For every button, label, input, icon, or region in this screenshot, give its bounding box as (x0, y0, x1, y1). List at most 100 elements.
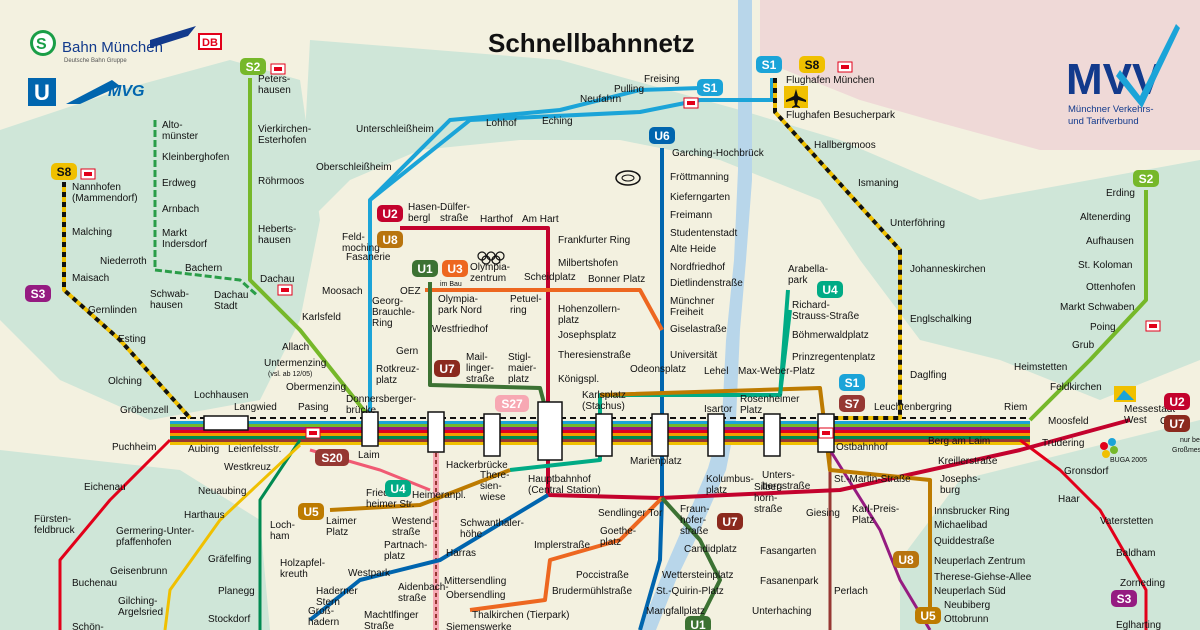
station-partnachplatz: Partnach-platz (384, 540, 427, 562)
station-label: Untermenzing (264, 358, 326, 369)
line-badge-s7[interactable]: S7 (839, 395, 865, 412)
line-badge-u2[interactable]: U2 (377, 205, 403, 222)
db-icon (1145, 320, 1161, 332)
line-badge-u3[interactable]: U3 (442, 260, 468, 277)
station-gräfelfing: Gräfelfing (208, 554, 251, 565)
mvv-logo: MVV Münchner Verkehrs- und Tarifverbund (1066, 24, 1180, 127)
line-badge-u1[interactable]: U1 (685, 616, 711, 630)
station-label: Leienfelsstr. (228, 444, 281, 455)
line-badge-s8[interactable]: S8 (799, 56, 825, 73)
messe-icon (1114, 386, 1136, 402)
station-label: straße (680, 526, 709, 537)
line-badge-label: U8 (898, 553, 914, 567)
line-badge-u7[interactable]: U7 (1164, 415, 1190, 432)
station-michaelibad: Michaelibad (934, 520, 987, 531)
line-badge-s20[interactable]: S20 (315, 449, 349, 466)
station-riem: Riem (1004, 402, 1027, 413)
station-nordfriedhof: Nordfriedhof (670, 262, 725, 273)
station-label: Karlsplatz (582, 390, 626, 401)
station-label: Pasing (298, 402, 329, 413)
station-label: Poccistraße (576, 570, 629, 581)
station-gernlinden: Gernlinden (88, 305, 137, 316)
line-badge-u6[interactable]: U6 (649, 127, 675, 144)
station-label: Hasen- (408, 202, 440, 213)
line-badge-u8[interactable]: U8 (893, 551, 919, 568)
line-badge-s1[interactable]: S1 (756, 56, 782, 73)
station-nannhofen-mammendorf: Nannhofen(Mammendorf) (72, 182, 138, 204)
line-badge-s3[interactable]: S3 (25, 285, 51, 302)
station-unterschleißheim: Unterschleißheim (356, 124, 434, 135)
line-badge-u4[interactable]: U4 (817, 281, 843, 298)
station-box-karlsplatz (595, 413, 613, 457)
station-olching: Olching (108, 376, 142, 387)
station-label: Rosenheimer (740, 394, 800, 405)
station-label: Partnach- (384, 540, 427, 551)
line-badge-u4[interactable]: U4 (385, 480, 411, 497)
line-badge-s1[interactable]: S1 (697, 79, 723, 96)
station-label: Heberts- (258, 224, 296, 235)
station-label: Mangfallplatz (646, 606, 705, 617)
station-label: Karl-Preis- (852, 504, 899, 515)
mvv-logo-name: MVV (1066, 55, 1162, 104)
station-label: Westfriedhof (432, 324, 488, 335)
line-u5 (329, 468, 511, 512)
station-fasanerie: Fasanerie (346, 252, 391, 263)
line-badge-s2[interactable]: S2 (1133, 170, 1159, 187)
station-sendlinger-tor: Sendlinger Tor (598, 508, 663, 519)
station-buchenau: Buchenau (72, 578, 117, 589)
line-badge-s1[interactable]: S1 (839, 374, 865, 391)
line-badge-u7[interactable]: U7 (717, 513, 743, 530)
line-badge-u2[interactable]: U2 (1164, 393, 1190, 410)
station-label: Silber- (754, 482, 783, 493)
station-label: OEZ (400, 286, 421, 297)
line-badge-s3[interactable]: S3 (1111, 590, 1137, 607)
station-westfriedhof: Westfriedhof (432, 324, 488, 335)
station-label: Georg- (372, 296, 403, 307)
station-markt-schwaben: Markt Schwaben (1060, 302, 1134, 313)
station-label: Altenerding (1080, 212, 1131, 223)
station-label: Dülfer- (440, 202, 470, 213)
line-s1 (368, 86, 701, 418)
sbahn-swoosh-icon (150, 26, 196, 48)
db-icon (270, 63, 286, 75)
station-label: Vierkirchen- (258, 124, 311, 135)
station-label: Esterhofen (258, 135, 306, 146)
station-label: Richard- (792, 300, 830, 311)
line-badge-s2[interactable]: S2 (240, 58, 266, 75)
station-rotkreuzplatz: Rotkreuz-platz (376, 364, 419, 386)
station-label: Feldkirchen (1050, 382, 1102, 393)
station-label: Fasanenpark (760, 576, 819, 587)
station-label: Michaelibad (934, 520, 987, 531)
station-label: Max-Weber-Platz (738, 366, 815, 377)
line-badge-s8[interactable]: S8 (51, 163, 77, 180)
station-label: Marienplatz (630, 456, 682, 467)
station-kolumbusplatz: Kolumbus-platz (706, 474, 754, 496)
station-dülferstraße: Dülfer-straße (440, 202, 470, 224)
station-freising: Freising (644, 74, 680, 85)
station-label: Röhrmoos (258, 176, 304, 187)
line-badge-u5[interactable]: U5 (298, 503, 324, 520)
station-label: Hohenzollern- (558, 304, 620, 315)
station-label: Poing (1090, 322, 1116, 333)
line-badge-u8[interactable]: U8 (377, 231, 403, 248)
station-label: Schön- (72, 622, 104, 630)
station-olympiazentrum: Olympia-zentrum (470, 262, 510, 284)
line-badge-s27[interactable]: S27 (495, 395, 529, 412)
line-s8-southwest (163, 443, 302, 630)
station-label: Thalkirchen (Tierpark) (472, 610, 569, 621)
station-label: Vaterstetten (1100, 516, 1153, 527)
line-badge-u5[interactable]: U5 (915, 607, 941, 624)
line-badge-label: U7 (439, 362, 455, 376)
line-badge-u1[interactable]: U1 (412, 260, 438, 277)
station-karlsfeld: Karlsfeld (302, 312, 341, 323)
station-label: Alte Heide (670, 244, 717, 255)
station-label: Pulling (614, 84, 644, 95)
station-label: park Nord (438, 305, 482, 316)
station-label: straße (398, 593, 427, 604)
station-candidplatz: Candidplatz (684, 544, 737, 555)
station-label: Platz (326, 527, 348, 538)
line-badge-u7[interactable]: U7 (434, 360, 460, 377)
station-label: linger- (466, 363, 494, 374)
station-label: Feld- (342, 232, 365, 243)
